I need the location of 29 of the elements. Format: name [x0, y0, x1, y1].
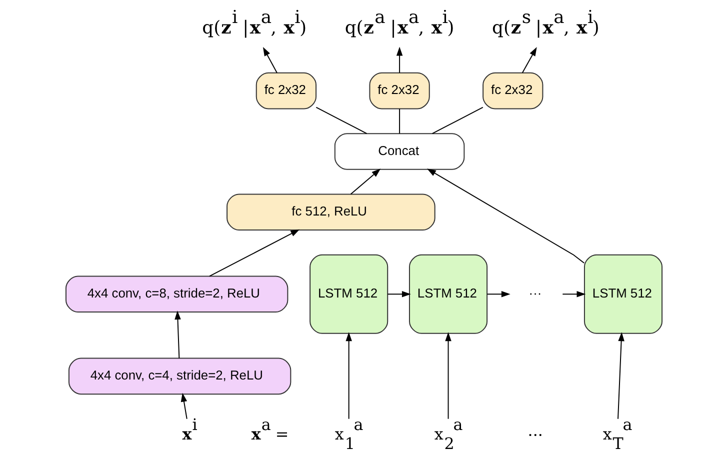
arrow — [618, 332, 624, 420]
node-box: fc 2x32 — [369, 72, 430, 110]
arrow — [445, 332, 452, 420]
node-box: Concat — [334, 133, 465, 170]
arrow — [486, 291, 510, 298]
node-text: ··· — [528, 286, 542, 301]
arrow — [180, 392, 188, 420]
node-box: fc 2x32 — [482, 72, 544, 110]
node-box: 4x4 conv, c=4, stride=2, ReLU — [68, 358, 292, 395]
node-box: LSTM 512 — [584, 254, 663, 334]
connector — [432, 106, 484, 134]
node-box: 4x4 conv, c=8, stride=2, ReLU — [65, 276, 288, 313]
node-box: LSTM 512 — [310, 254, 388, 334]
arrow — [396, 46, 403, 74]
connector — [316, 106, 368, 134]
connector — [399, 108, 400, 134]
arrow — [562, 291, 586, 298]
node-box: LSTM 512 — [408, 254, 488, 334]
label: ··· — [528, 426, 543, 445]
node-box: fc 512, ReLU — [226, 194, 436, 231]
arrow — [346, 332, 352, 420]
arrow — [387, 291, 411, 298]
arrow — [262, 46, 278, 74]
arrow — [426, 168, 585, 264]
arrow — [350, 168, 381, 195]
arrow — [209, 229, 300, 277]
arrow — [174, 310, 181, 359]
arrow — [522, 47, 537, 74]
node-box: fc 2x32 — [256, 72, 317, 110]
